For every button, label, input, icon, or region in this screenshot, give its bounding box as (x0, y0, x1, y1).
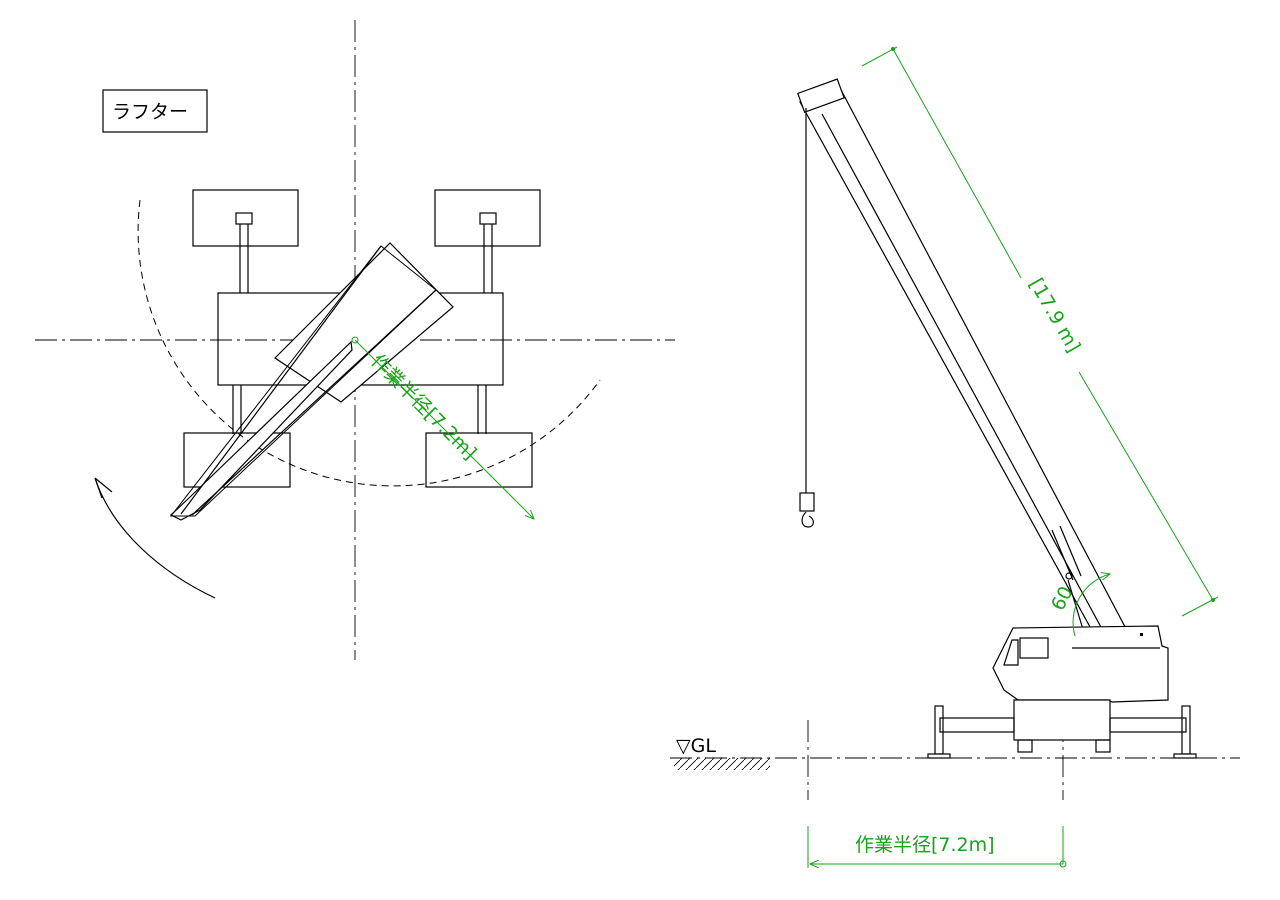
crane-carrier (927, 625, 1197, 759)
elevation-view: ▽GL (670, 46, 1240, 868)
elevation-radius-dimension: 作業半径[7.2m] (807, 826, 1067, 868)
boom-length-label: [17.9 m] (1025, 275, 1085, 357)
plan-title: ラフター (112, 101, 188, 123)
boom-body (799, 87, 1133, 646)
cab (992, 625, 1169, 703)
outrigger-jack (235, 212, 253, 225)
hook-icon (799, 492, 815, 528)
ground-label: ▽GL (676, 735, 716, 757)
outrigger-beam (939, 717, 1015, 733)
outrigger-pad (192, 189, 299, 247)
plan-view: ラフター (35, 20, 675, 660)
rotation-arrowhead (94, 477, 113, 499)
carrier-frame (1013, 699, 1111, 741)
elevation-boom (797, 78, 1133, 646)
boom (169, 340, 353, 521)
outrigger-beam (1109, 717, 1187, 733)
ground-hatch (674, 758, 770, 770)
swing-circle (137, 199, 601, 487)
cab-window (1019, 637, 1049, 659)
plan-title-box (102, 89, 208, 133)
outrigger-jack (479, 212, 497, 225)
cab-window (1003, 639, 1019, 666)
boom-head (797, 78, 845, 114)
plan-boom (169, 242, 454, 521)
outrigger-pad (434, 189, 541, 247)
outrigger-pad (425, 432, 533, 488)
elevation-radius-label: 作業半径[7.2m] (855, 834, 995, 856)
boom-angle-arc (1072, 574, 1110, 637)
superstructure (274, 242, 454, 403)
outrigger-pad (183, 432, 291, 488)
rotation-arrow (94, 477, 216, 599)
plan-radius-dimension (354, 339, 534, 519)
